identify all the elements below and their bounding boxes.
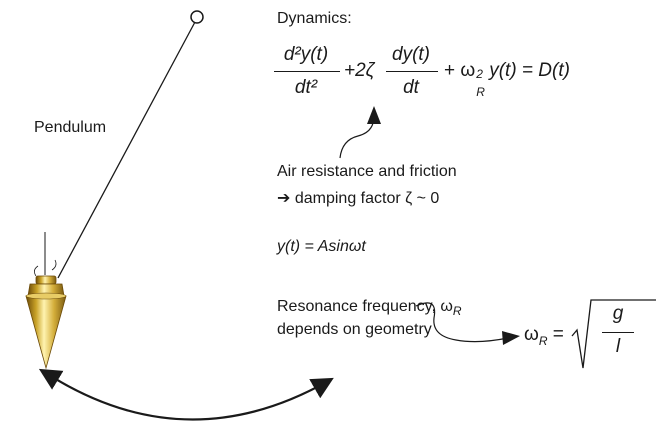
frac2-line: [386, 71, 438, 73]
omega-symbol: + ω: [444, 60, 476, 81]
pendulum-bob-icon: [25, 232, 67, 370]
pendulum-label: Pendulum: [34, 119, 107, 136]
geometry-label: depends on geometry: [277, 321, 432, 338]
equation-rhs: y(t) = D(t): [489, 60, 570, 81]
sqrt-radical: [571, 299, 656, 369]
resonance-pointer-arrow: [415, 302, 509, 343]
air-resistance-label: Air resistance and friction: [277, 163, 457, 180]
frac1-denominator: dt²: [294, 77, 318, 98]
frac2-denominator: dt: [403, 77, 419, 98]
sqrt-fraction-line: [602, 332, 634, 334]
resonance-subscript: R: [452, 304, 462, 319]
frac1-line: [274, 71, 340, 73]
omega-superscript: 2: [476, 67, 483, 81]
swing-arrow-icon: [38, 368, 334, 421]
sqrt-denominator: l: [615, 336, 621, 357]
omega-r-symbol: ω: [524, 324, 539, 345]
pendulum-string: [57, 21, 196, 279]
resonance-label: Resonance frequency, ωR: [277, 298, 462, 318]
solution-equation: y(t) = Asinωt: [277, 238, 366, 255]
omega-subscript: R: [476, 85, 485, 99]
resonance-formula-lhs: ωR =: [524, 324, 564, 348]
sqrt-numerator: g: [612, 303, 624, 324]
pointer-arrow-icon: [339, 115, 375, 159]
dynamics-heading: Dynamics:: [277, 10, 352, 27]
omega-r-subscript: R: [538, 333, 548, 348]
damping-label: ➔ damping factor ζ ~ 0: [277, 190, 440, 207]
equals-sign: =: [552, 324, 564, 345]
damping-term: +2ζ: [344, 60, 375, 81]
frac1-numerator: d²y(t): [283, 44, 329, 65]
resonance-text: Resonance frequency, ω: [277, 298, 453, 315]
frac2-numerator: dy(t): [392, 44, 430, 65]
pivot-icon: [190, 10, 204, 24]
